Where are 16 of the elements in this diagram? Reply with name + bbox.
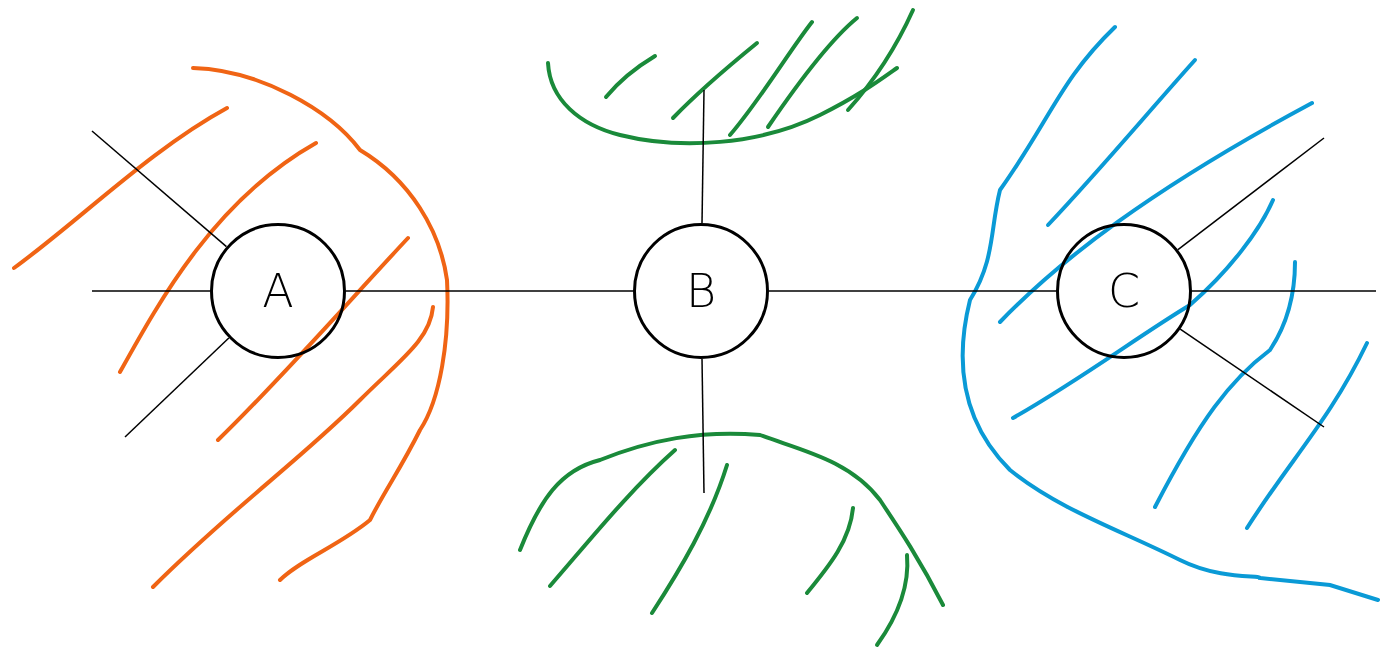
- connector-line: [1177, 137, 1325, 251]
- connector-line: [1191, 290, 1377, 292]
- node-label: A: [262, 264, 294, 318]
- connector-line: [768, 290, 1057, 292]
- circle-node: [633, 223, 769, 359]
- connector-line: [345, 290, 634, 292]
- node-label: C: [1107, 264, 1141, 318]
- circle-node: [1056, 223, 1192, 359]
- connector-line: [124, 337, 230, 438]
- connector-line: [91, 290, 211, 292]
- connector-line: [701, 358, 705, 494]
- node-label: B: [685, 264, 717, 318]
- connector-line: [1179, 328, 1325, 428]
- connector-line: [701, 89, 705, 224]
- connector-line: [91, 130, 228, 248]
- circle-node: [210, 223, 346, 359]
